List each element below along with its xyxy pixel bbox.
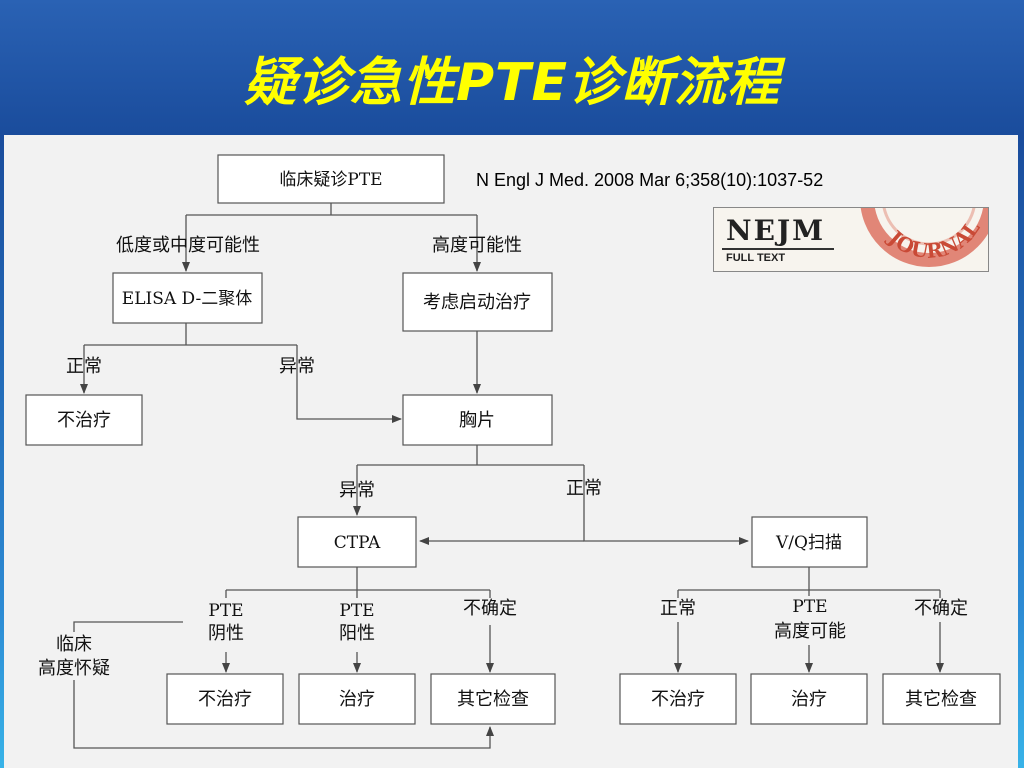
box-vq-scan-label: V/Q扫描 [775,533,842,553]
nejm-subtitle: FULL TEXT [726,252,786,264]
connector-normal-to-vq [583,465,749,545]
right-border [1018,135,1024,768]
box-no-treat-2-label: 不治疗 [198,689,252,710]
label-clinical-line1: 临床 [56,634,92,655]
box-no-treat-1-label: 不治疗 [57,410,111,431]
box-other-check-1 [430,673,556,725]
box-labels: 临床疑诊PTE ELISA D-二聚体 考虑启动治疗 不治疗 胸片 CTPA V… [57,170,977,710]
box-treat-1-label: 治疗 [339,689,375,710]
label-pte-neg-line1: PTE [208,601,243,621]
label-normal-1: 正常 [66,356,102,377]
box-no-treat-3 [619,673,737,725]
label-pte-high-line2: 高度可能 [774,621,846,642]
box-elisa-label: ELISA D-二聚体 [122,289,252,309]
logo-rule [722,248,834,250]
box-chest-film-label: 胸片 [459,410,495,431]
label-pte-pos-line2: 阳性 [339,623,375,644]
label-pte-high-line1: PTE [792,597,827,617]
box-treat-1 [298,673,416,725]
box-ctpa [297,516,417,568]
nejm-wordmark: NEJM [726,214,826,247]
citation-text: N Engl J Med. 2008 Mar 6;358(10):1037-52 [476,170,824,190]
label-pte-pos-line1: PTE [339,601,374,621]
box-vq-scan [751,516,868,568]
connector-suspect-split [186,203,477,216]
connector-elisa-split [84,323,297,346]
box-no-treat-2 [166,673,284,725]
box-ctpa-label: CTPA [334,533,381,553]
box-other-check-2 [882,673,1001,725]
label-uncertain-2: 不确定 [914,598,968,619]
label-low-mid: 低度或中度可能性 [116,235,260,256]
connector-vq-split [678,567,940,591]
box-consider-treat [402,272,553,332]
box-chest-film [402,394,553,446]
label-uncertain-1: 不确定 [463,598,517,619]
nejm-logo: JOURNAL NEJM FULL TEXT [713,207,989,272]
box-other-check-2-label: 其它检查 [905,689,977,710]
label-pte-neg-line2: 阴性 [208,623,244,644]
connector-chest-split [357,445,584,466]
box-treat-2 [750,673,868,725]
label-clinical-line2: 高度怀疑 [38,658,110,679]
journal-seal-icon: JOURNAL [860,208,988,267]
box-treat-2-label: 治疗 [791,689,827,710]
label-abnormal-1: 异常 [279,356,315,377]
label-abnormal-2: 异常 [339,480,375,501]
connector-clinical-link [73,621,183,632]
flow-boxes [25,154,1001,725]
label-normal-2: 正常 [566,478,602,499]
box-elisa [112,272,263,324]
slide-title: 疑诊急性PTE诊断流程 [243,53,781,113]
edge-labels: 低度或中度可能性 高度可能性 正常 异常 异常 正常 PTE 阴性 PTE 阳性… [38,235,968,679]
connector-ctpa-split [226,567,490,591]
box-suspect [217,154,445,204]
title-bar-background [0,0,1024,135]
box-consider-treat-label: 考虑启动治疗 [423,292,531,313]
label-high: 高度可能性 [432,235,522,256]
connector-clinical-to-other [73,680,494,749]
flow-connectors [73,203,944,749]
connector-abnormal-to-chest [296,345,402,423]
box-suspect-label: 临床疑诊PTE [279,170,382,190]
left-border [0,135,4,768]
box-no-treat-1 [25,394,143,446]
box-no-treat-3-label: 不治疗 [651,689,705,710]
label-normal-3: 正常 [660,598,696,619]
box-other-check-1-label: 其它检查 [457,689,529,710]
